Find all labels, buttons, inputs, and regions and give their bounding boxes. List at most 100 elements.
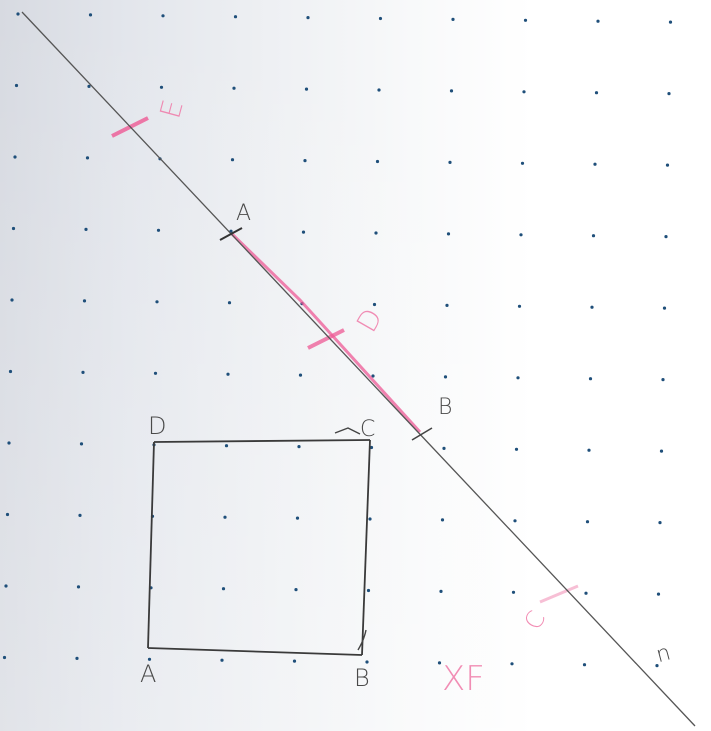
grid-dot (303, 159, 307, 163)
grid-dot (13, 155, 17, 159)
grid-dot (442, 446, 446, 450)
grid-dot (365, 660, 369, 664)
grid-dot (440, 518, 445, 522)
label-square-b: B (354, 664, 370, 692)
side-da (147, 441, 155, 649)
grid-dot (220, 658, 224, 662)
grid-dot (665, 163, 670, 167)
grid-dot (591, 234, 596, 238)
square-abcd (147, 427, 371, 656)
grid-dot (295, 516, 300, 520)
grid-dot (16, 12, 20, 16)
pink-tick-c (539, 584, 579, 604)
grid-dot (221, 587, 226, 591)
grid-dot (662, 306, 667, 310)
grid-dot (85, 156, 90, 160)
pink-label-xf: XF (442, 659, 485, 699)
grid-dot (378, 16, 383, 21)
grid-dot (14, 83, 19, 88)
grid-dot (519, 233, 523, 237)
side-ab (147, 647, 363, 656)
grid-dot (87, 84, 91, 88)
grid-dot (224, 444, 229, 448)
side-cd (153, 439, 371, 443)
grid-dot (294, 588, 298, 592)
grid-dot (449, 89, 454, 93)
grid-dot (661, 378, 665, 382)
grid-dot (446, 232, 451, 236)
grid-dot (377, 88, 381, 92)
grid-dot (79, 442, 84, 446)
grid-dot (2, 655, 7, 660)
grid-dot (516, 376, 520, 380)
grid-dot (10, 298, 14, 302)
grid-dot (233, 15, 238, 19)
grid-dot (668, 20, 673, 24)
grid-dot (437, 661, 442, 665)
grid-dot (366, 588, 371, 593)
grid-dot (161, 14, 165, 18)
grid-dot (368, 517, 372, 521)
grid-dot (448, 160, 452, 164)
pink-tick-d (307, 328, 345, 350)
grid-dot (596, 19, 600, 23)
side-bc (361, 439, 371, 656)
grid-dot (659, 449, 664, 453)
grid-dot (81, 370, 85, 374)
grid-dot (443, 375, 448, 379)
pink-label-c: C (519, 606, 552, 635)
grid-dot (232, 86, 236, 90)
label-square-a: A (140, 660, 156, 688)
grid-dot (7, 441, 11, 445)
label-square-d: D (148, 412, 166, 440)
tick-a (219, 227, 243, 241)
grid-dot (582, 663, 587, 667)
grid-dot (369, 445, 374, 450)
grid-dot (658, 521, 662, 525)
grid-dot (304, 87, 309, 91)
grid-dot (371, 374, 375, 378)
grid-dot (297, 445, 301, 449)
mark-near-c (334, 427, 361, 435)
grid-dot (511, 590, 516, 594)
grid-dot (664, 235, 668, 239)
grid-dot (514, 447, 519, 451)
grid-dot (306, 16, 310, 20)
grid-dot (155, 300, 159, 304)
grid-dot (4, 584, 8, 588)
grid-dot (445, 303, 449, 307)
pink-label-d: D (350, 303, 389, 338)
grid-dot (223, 515, 227, 519)
grid-dot (153, 371, 158, 375)
grid-dot (374, 231, 378, 235)
grid-dot (227, 301, 232, 305)
grid-dot (655, 664, 659, 668)
grid-dot (76, 585, 81, 589)
grid-dot (513, 519, 517, 523)
grid-dot (11, 226, 16, 231)
grid-dot (523, 18, 528, 22)
grid-dot (301, 230, 306, 234)
grid-dot (517, 304, 522, 308)
grid-dot (147, 657, 152, 661)
grid-dot (88, 13, 93, 17)
grid-dot (8, 369, 13, 374)
grid-dot (520, 161, 525, 165)
grid-dot (594, 91, 599, 95)
tick-b (411, 427, 433, 441)
grid-dot (375, 159, 380, 164)
grid-dot (510, 662, 514, 666)
pink-label-e: E (153, 96, 189, 122)
grid-dot (593, 162, 597, 166)
line-n (21, 11, 696, 727)
grid-dot (156, 228, 161, 232)
grid-dot (522, 90, 526, 94)
pink-highlight-segment (230, 232, 422, 434)
grid-dot (656, 592, 661, 596)
grid-dot (226, 372, 230, 376)
grid-dot (588, 377, 593, 381)
grid-dot (159, 85, 164, 89)
grid-dot (584, 591, 588, 595)
grid-dot (78, 513, 82, 518)
